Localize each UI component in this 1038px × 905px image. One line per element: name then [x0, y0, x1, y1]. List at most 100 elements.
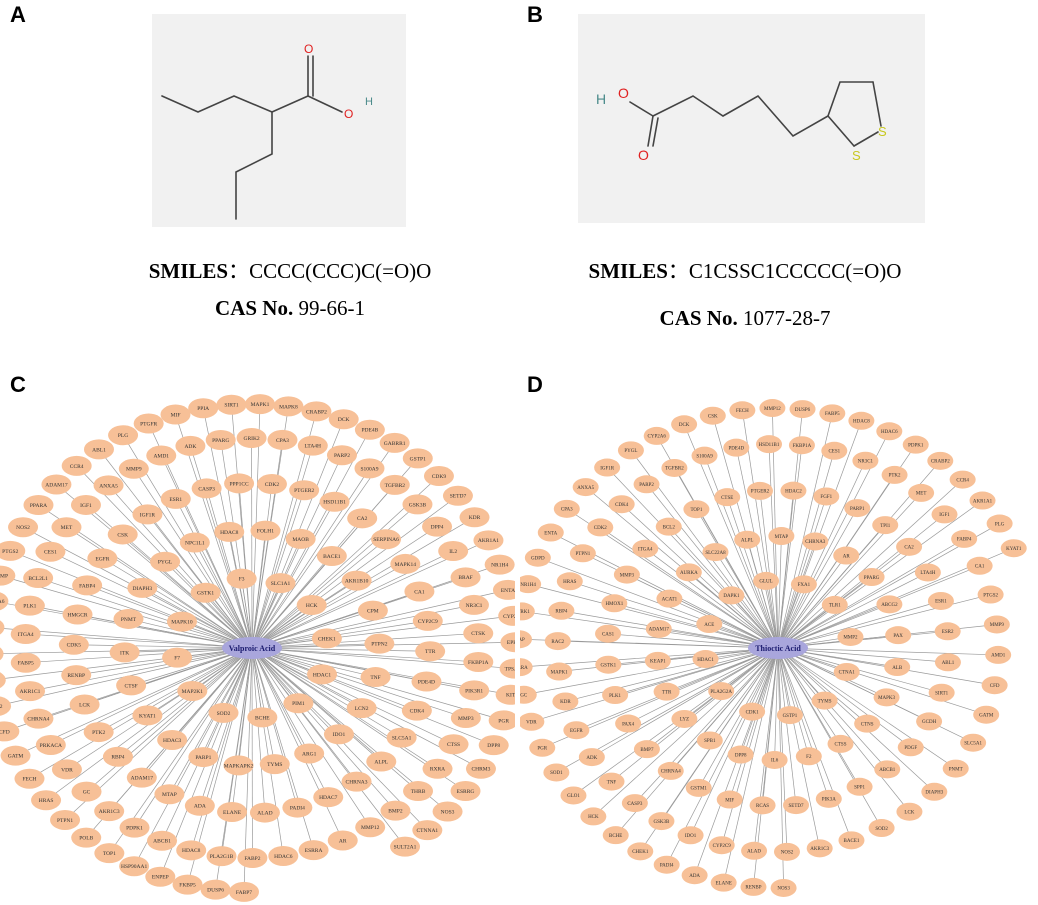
- target-label: PGR: [537, 747, 547, 752]
- target-node: [621, 794, 648, 813]
- target-label: CHRM3: [471, 767, 490, 773]
- network-edge: [777, 647, 868, 724]
- target-node: [14, 595, 45, 616]
- target-label: HDAC1: [697, 658, 714, 663]
- target-label: IDO1: [333, 732, 346, 738]
- target-label: KYAT1: [1006, 547, 1022, 552]
- target-node: [718, 586, 745, 605]
- target-label: LCK: [79, 702, 90, 708]
- network-edge: [251, 647, 276, 765]
- target-node: [655, 517, 682, 536]
- target-label: IDO1: [685, 834, 697, 839]
- target-node: [788, 436, 815, 455]
- network-edge: [251, 647, 329, 798]
- target-node: [671, 415, 698, 434]
- network-edge: [251, 483, 273, 649]
- target-label: PTGS2: [983, 593, 998, 598]
- target-label: ADK: [184, 444, 196, 450]
- target-node: [247, 707, 278, 728]
- target-label: BACE1: [323, 554, 341, 560]
- target-label: HRAS: [563, 580, 577, 585]
- atom-o-bottom: O: [638, 147, 649, 163]
- target-label: CYP2A6: [648, 435, 667, 440]
- target-label: AKR1C1: [20, 689, 41, 695]
- target-node: [355, 817, 386, 838]
- target-label: TNF: [370, 675, 380, 681]
- target-node: [881, 465, 908, 484]
- target-node: [412, 610, 443, 631]
- target-label: RXRA: [430, 767, 445, 773]
- network-edge: [251, 539, 387, 649]
- network-edge: [777, 647, 888, 770]
- target-label: LYZ: [680, 718, 689, 723]
- network-edge: [251, 647, 284, 857]
- target-node: [41, 474, 72, 495]
- target-node: [145, 866, 176, 887]
- network-edge: [108, 485, 253, 649]
- network-edge: [25, 633, 253, 649]
- target-node: [802, 532, 829, 551]
- network-edge: [777, 600, 942, 649]
- target-label: AURKA: [680, 571, 698, 576]
- target-node: [601, 594, 628, 613]
- target-node: [450, 781, 481, 802]
- target-label: MTAP: [162, 792, 177, 798]
- target-node: [699, 406, 726, 425]
- target-label: PIM1: [292, 701, 305, 707]
- target-node: [768, 527, 795, 546]
- target-node: [884, 658, 911, 677]
- target-label: CTNNA1: [416, 828, 438, 834]
- target-node: [608, 495, 635, 514]
- target-node: [710, 873, 737, 892]
- target-label: ELANE: [715, 881, 731, 886]
- target-node: [403, 781, 434, 802]
- target-label: PRKACA: [40, 743, 62, 749]
- target-node: [23, 708, 54, 729]
- structure-valproic-acid: O O H: [152, 14, 406, 227]
- target-node: [50, 809, 81, 830]
- target-node: [691, 446, 718, 465]
- target-node: [313, 787, 344, 808]
- target-node: [681, 866, 708, 885]
- target-node: [223, 755, 254, 776]
- target-node: [548, 601, 575, 620]
- target-node: [109, 642, 140, 663]
- network-edge: [721, 647, 779, 846]
- target-label: CA2: [357, 516, 368, 522]
- target-label: MAPK1: [551, 670, 568, 675]
- target-node: [323, 724, 354, 745]
- target-label: HSP90AA1: [121, 864, 148, 870]
- target-label: FABP5: [825, 412, 840, 417]
- target-label: F2: [806, 755, 812, 760]
- target-label: PTGER2: [751, 490, 770, 495]
- target-node: [0, 672, 6, 689]
- target-node: [537, 523, 564, 542]
- target-node: [23, 494, 54, 515]
- target-label: GATM: [8, 754, 24, 760]
- target-label: ABL1: [92, 447, 106, 453]
- target-label: DPP8: [735, 753, 747, 758]
- network-edge: [704, 455, 779, 649]
- target-label: CASP3: [198, 486, 215, 492]
- target-node: [450, 567, 481, 588]
- target-label: PPIA: [197, 406, 209, 412]
- network-edge: [133, 468, 253, 649]
- target-node: [268, 845, 299, 866]
- target-node: [379, 432, 410, 453]
- target-label: PPP1CC: [229, 481, 249, 487]
- network-edge: [709, 647, 779, 741]
- target-node: [316, 546, 347, 567]
- target-label: ENPEP: [152, 875, 169, 881]
- target-node: [837, 627, 864, 646]
- panel-letter-b: B: [527, 2, 543, 27]
- target-node: [969, 491, 996, 510]
- target-label: BCHE: [609, 834, 622, 839]
- target-label: ABCB1: [879, 768, 896, 773]
- target-node: [876, 422, 903, 441]
- target-label: NOS3: [777, 887, 790, 892]
- target-label: MAPKAPK2: [224, 763, 254, 769]
- target-node: [789, 400, 816, 419]
- network-edge: [777, 647, 882, 829]
- target-label: CHRNA3: [805, 540, 826, 545]
- target-label: LCN2: [355, 706, 369, 712]
